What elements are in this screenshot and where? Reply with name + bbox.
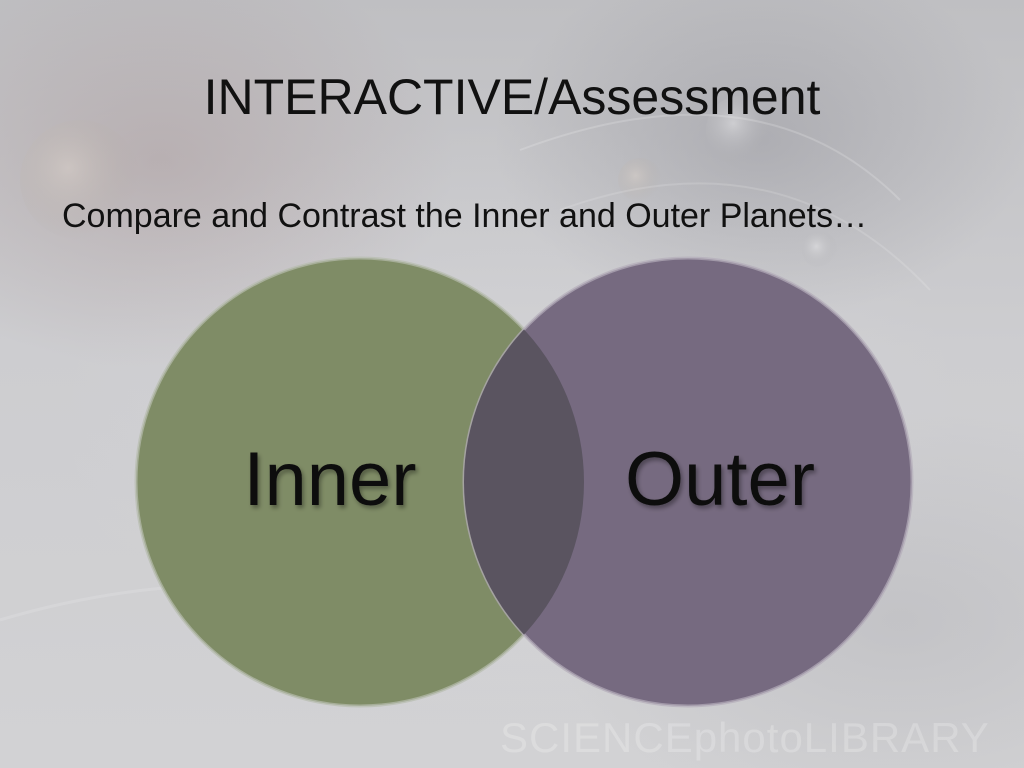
planet-icon: [802, 232, 838, 268]
planet-icon: [618, 158, 662, 202]
slide-body-text: Compare and Contrast the Inner and Outer…: [62, 197, 868, 235]
orbit-line-icon: [519, 113, 901, 201]
venn-label-outer: Outer: [625, 437, 815, 522]
venn-label-inner: Inner: [243, 437, 416, 522]
planet-icon: [706, 96, 774, 164]
planet-icon: [20, 120, 140, 240]
orbit-line-icon: [559, 182, 931, 291]
watermark-text: SCIENCEphotoLIBRARY: [500, 714, 990, 761]
slide-title: INTERACTIVE/Assessment: [203, 69, 821, 125]
